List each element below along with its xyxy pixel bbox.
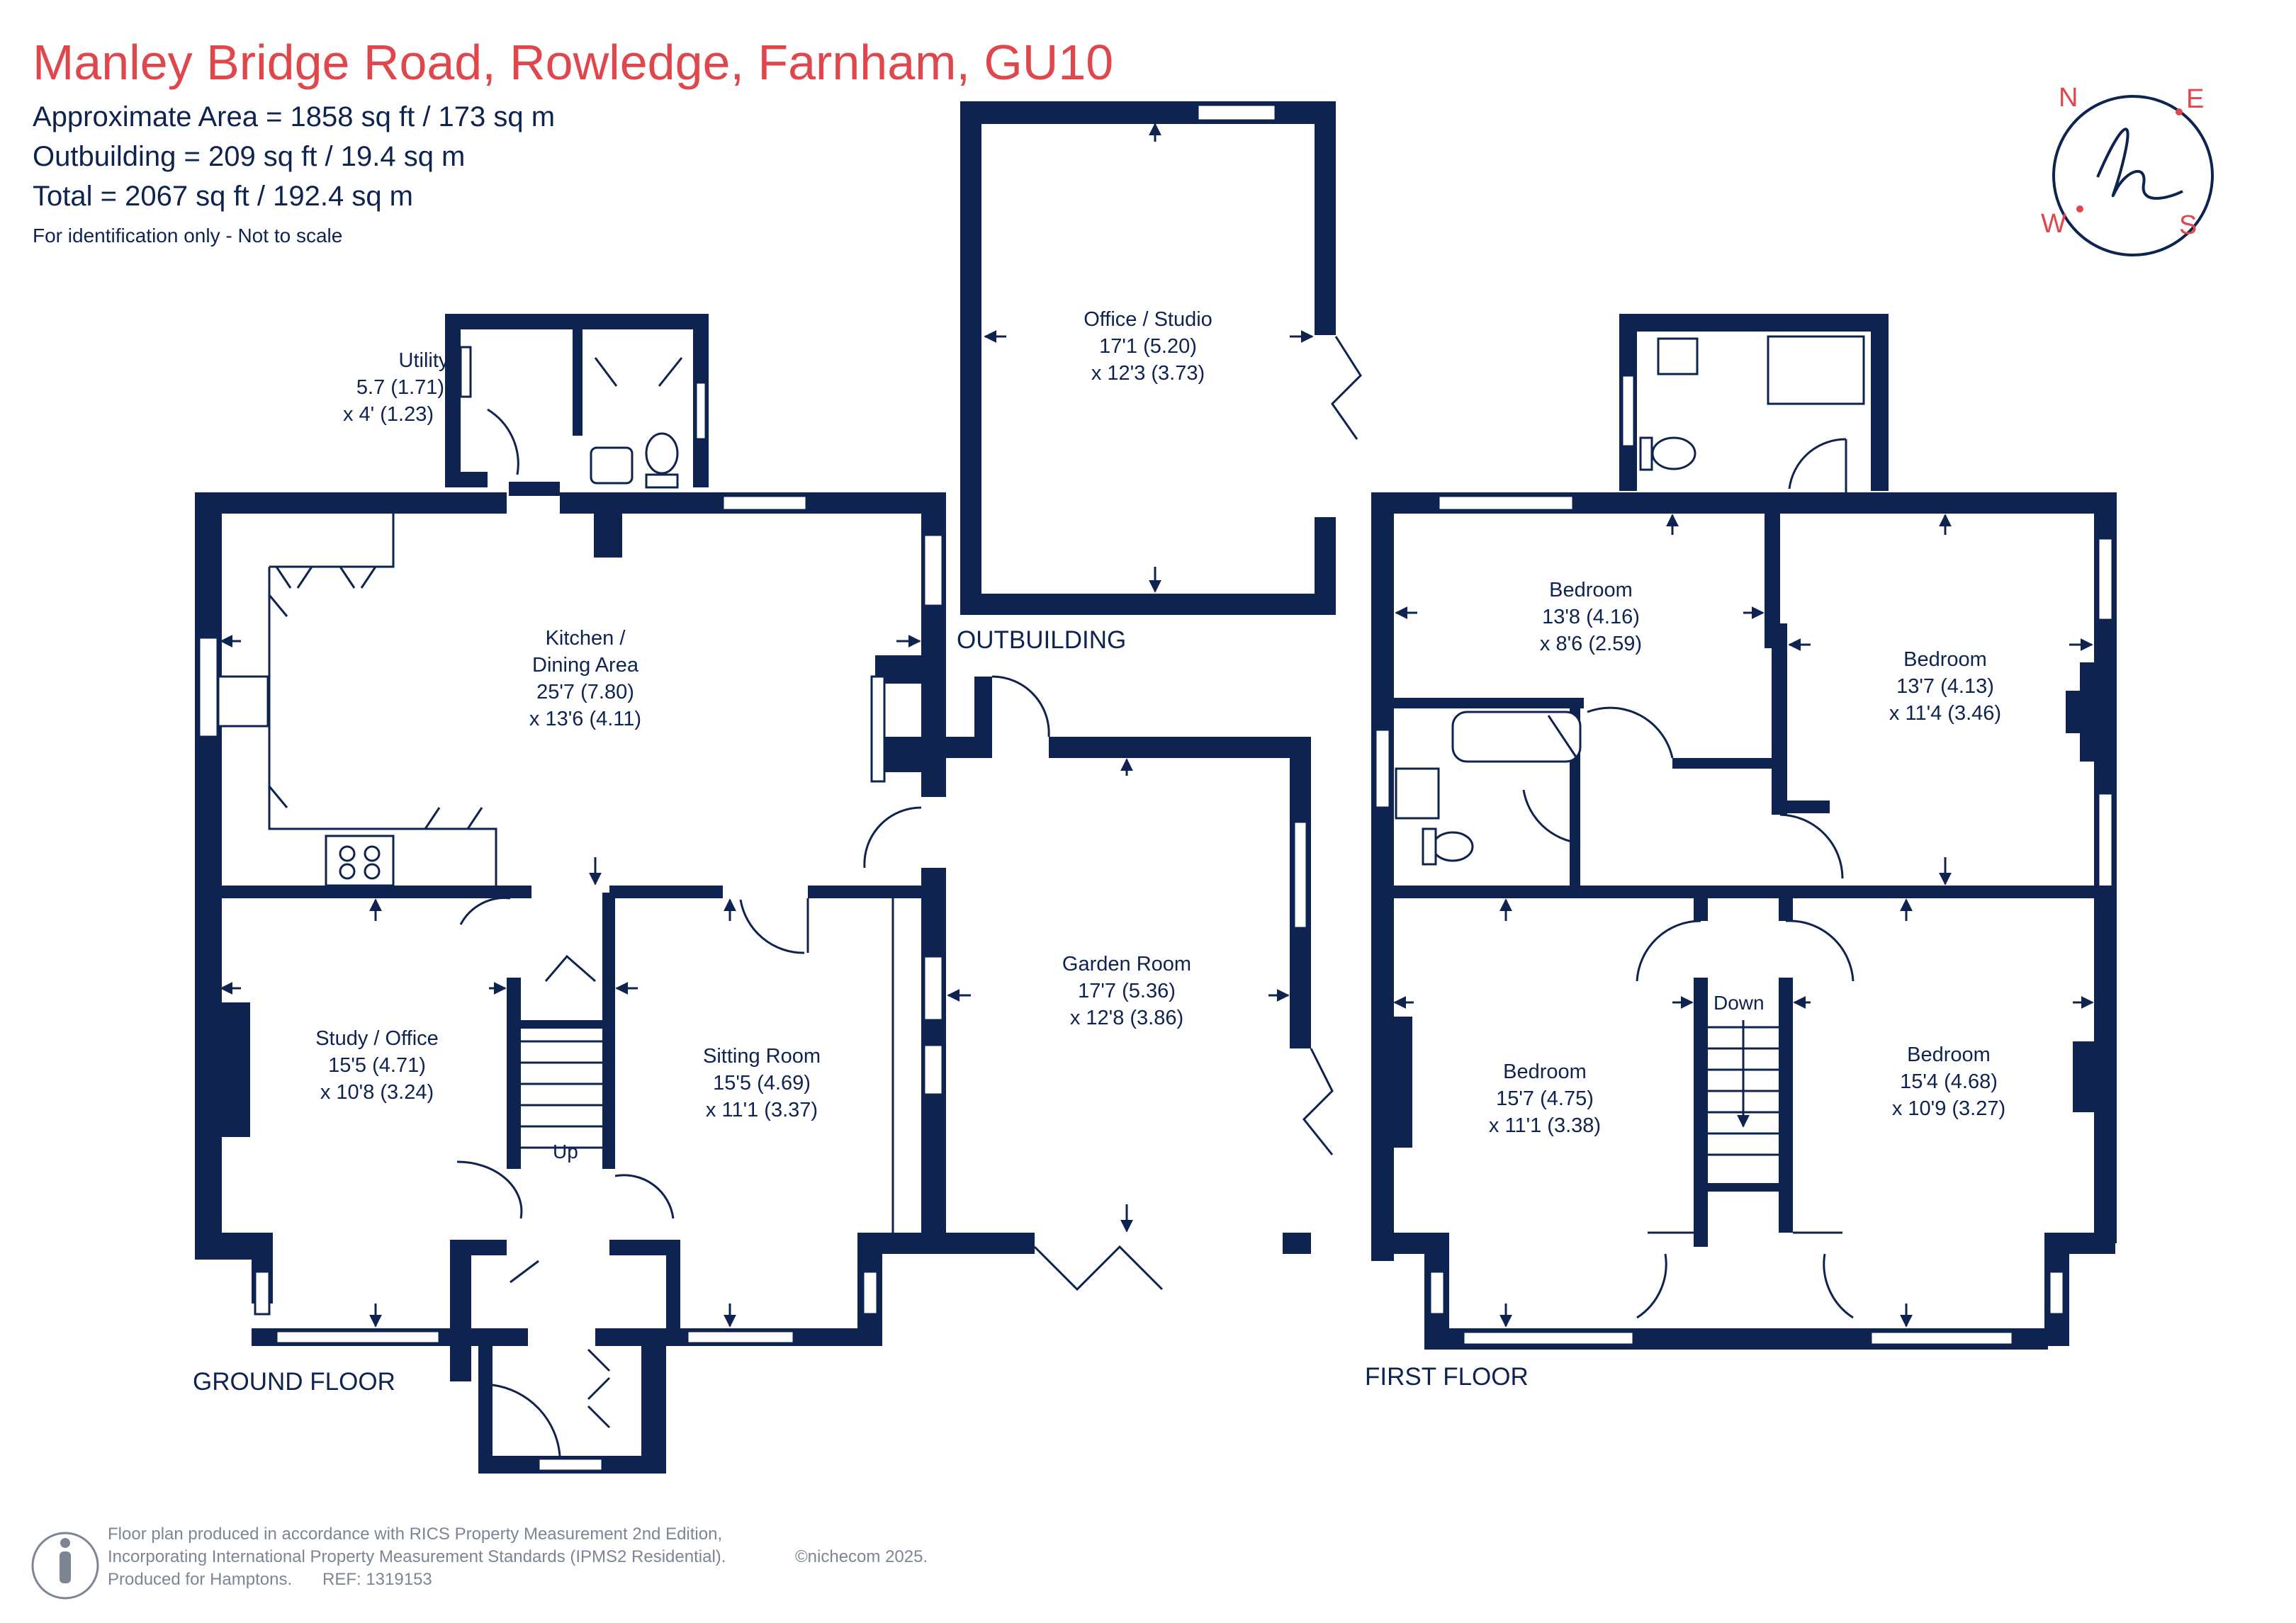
logo-h-icon [2096,128,2183,200]
bed1-dim2: x 8'6 (2.59) [1540,633,1642,655]
compass-logo: N E W S [2041,83,2214,256]
office-dim1: 17'1 (5.20) [1099,335,1197,358]
outbuilding-line: Outbuilding = 209 sq ft / 19.4 sq m [33,141,465,172]
bed3-dim1: 15'7 (4.75) [1496,1087,1594,1110]
page-title: Manley Bridge Road, Rowledge, Farnham, G… [33,35,1113,90]
study-dim2: x 10'8 (3.24) [320,1081,434,1104]
bed1-dim1: 13'8 (4.16) [1542,606,1640,628]
stair-down-label: Down [1713,992,1765,1014]
person-scale-icon [31,1532,99,1600]
utility-dim2: x 4' (1.23) [343,403,434,426]
first-floor-plan: Down [1371,314,2117,1350]
utility-name: Utility [399,349,449,372]
footer-line1: Floor plan produced in accordance with R… [108,1525,722,1544]
kitchen-dim1: 25'7 (7.80) [536,681,634,703]
office-name: Office / Studio [1084,308,1212,331]
footer-line3a: Produced for Hamptons. [108,1570,292,1589]
compass-n: N [2059,83,2078,113]
study-dim1: 15'5 (4.71) [328,1054,426,1077]
sitting-name: Sitting Room [703,1045,821,1068]
footer: Floor plan produced in accordance with R… [31,1525,928,1600]
study-name: Study / Office [315,1027,439,1050]
bed2-dim2: x 11'4 (3.46) [1889,702,2001,725]
office-dim2: x 12'3 (3.73) [1091,362,1205,385]
footer-ref: REF: 1319153 [322,1570,432,1589]
footer-line2: Incorporating International Property Mea… [108,1547,726,1566]
bed3-name: Bedroom [1503,1061,1587,1083]
kitchen-name1: Kitchen / [546,627,626,650]
outbuilding-label: OUTBUILDING [957,626,1126,654]
garden-dim1: 17'7 (5.36) [1078,980,1176,1002]
total-line: Total = 2067 sq ft / 192.4 sq m [33,181,413,212]
header: Manley Bridge Road, Rowledge, Farnham, G… [33,35,1113,247]
bed2-name: Bedroom [1903,648,1987,671]
ground-floor-label: GROUND FLOOR [193,1368,395,1396]
compass-e: E [2186,84,2204,114]
stair-up-label: Up [553,1141,578,1163]
bed4-dim2: x 10'9 (3.27) [1892,1097,2005,1120]
sitting-dim1: 15'5 (4.69) [713,1072,811,1095]
sitting-dim2: x 11'1 (3.37) [706,1099,818,1121]
scale-note: For identification only - Not to scale [33,225,342,247]
dimension-arrows [220,123,2094,1328]
compass-w: W [2041,209,2066,239]
bed1-name: Bedroom [1549,579,1633,601]
area-line: Approximate Area = 1858 sq ft / 173 sq m [33,101,555,132]
utility-dim1: 5.7 (1.71) [356,376,444,399]
garden-name: Garden Room [1062,953,1191,976]
room-labels: Utility 5.7 (1.71) x 4' (1.23) Kitchen /… [193,308,2005,1396]
compass-ring [2052,95,2214,256]
kitchen-name2: Dining Area [532,654,639,677]
garden-dim2: x 12'8 (3.86) [1070,1007,1183,1029]
bed4-name: Bedroom [1907,1044,1991,1066]
bed4-dim1: 15'4 (4.68) [1900,1070,1998,1093]
bed2-dim1: 13'7 (4.13) [1896,675,1994,698]
first-floor-label: FIRST FLOOR [1365,1363,1529,1391]
ground-floor-plan: Up [195,314,1334,1474]
bed3-dim2: x 11'1 (3.38) [1489,1114,1601,1137]
compass-s: S [2179,210,2197,240]
kitchen-dim2: x 13'6 (4.11) [529,708,641,730]
footer-copyright: ©nichecom 2025. [795,1547,928,1566]
outbuilding-plan [960,101,1362,615]
